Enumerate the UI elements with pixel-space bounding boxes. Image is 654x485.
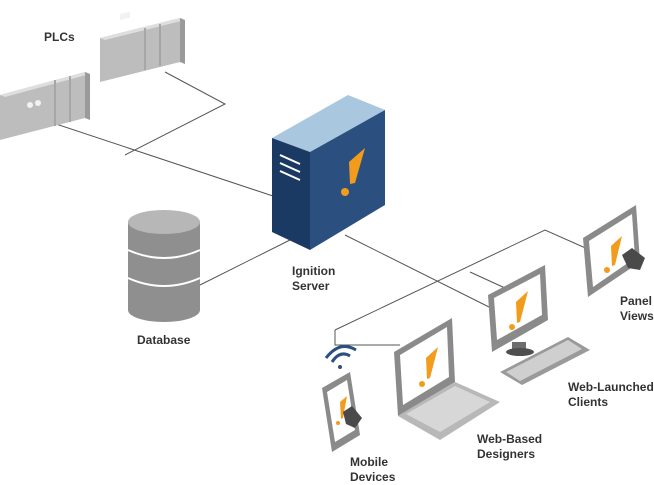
plc-rack-icon [0, 72, 90, 140]
panel-views-label: Panel Views [620, 294, 654, 324]
plc-to-server-line [49, 121, 286, 201]
mobile-devices-label: Mobile Devices [350, 455, 395, 485]
keyboard-icon [500, 337, 590, 385]
panel-views-label-line2: Views [620, 309, 654, 323]
plc-top-connector [124, 71, 227, 156]
ignition-server-label-line1: Ignition [292, 264, 336, 278]
plcs-label-text: PLCs [44, 30, 75, 44]
panel-view-monitor [583, 205, 645, 297]
mobile-devices-label-line2: Devices [350, 470, 396, 484]
ignition-exclamation-icon [336, 396, 347, 425]
server-to-web-line [344, 234, 496, 311]
server-tower-icon [272, 95, 385, 250]
ignition-server-label: Ignition Server [292, 264, 335, 294]
ignition-server-label-line2: Server [292, 279, 330, 293]
mobile-devices-label-line1: Mobile [350, 455, 388, 469]
ignition-exclamation-icon [419, 347, 438, 387]
web-launched-clients-label: Web-Launched Clients [568, 380, 654, 410]
network-bus-line [334, 229, 591, 331]
ignition-exclamation-icon [341, 148, 365, 196]
touch-hand-icon [343, 406, 362, 428]
web-based-designers-label-line2: Designers [477, 447, 536, 461]
web-launched-clients-label-line2: Clients [568, 395, 609, 409]
database-to-server-line [199, 239, 291, 286]
web-launched-clients-label-line1: Web-Launched [568, 380, 654, 394]
web-launched-monitor [488, 265, 548, 356]
web-based-designers-label-line1: Web-Based [477, 432, 543, 446]
wifi-signal-icon [324, 344, 357, 369]
web-based-designers-label: Web-Based Designers [477, 432, 542, 462]
mobile-phone-icon [322, 372, 362, 452]
ignition-exclamation-icon [509, 291, 528, 330]
mobile-branch-line [334, 330, 400, 346]
touch-hand-icon [622, 248, 645, 270]
plcs-label: PLCs [44, 30, 75, 45]
database-label-text: Database [137, 333, 191, 347]
connection-lines [49, 71, 591, 346]
laptop-icon [394, 318, 500, 440]
panel-views-label-line1: Panel [620, 294, 653, 308]
database-cylinder-icon [127, 210, 201, 322]
ignition-exclamation-icon [604, 236, 622, 273]
web-launched-branch-line [469, 271, 506, 289]
plc-rack-icon [100, 11, 185, 82]
database-label: Database [137, 333, 190, 348]
